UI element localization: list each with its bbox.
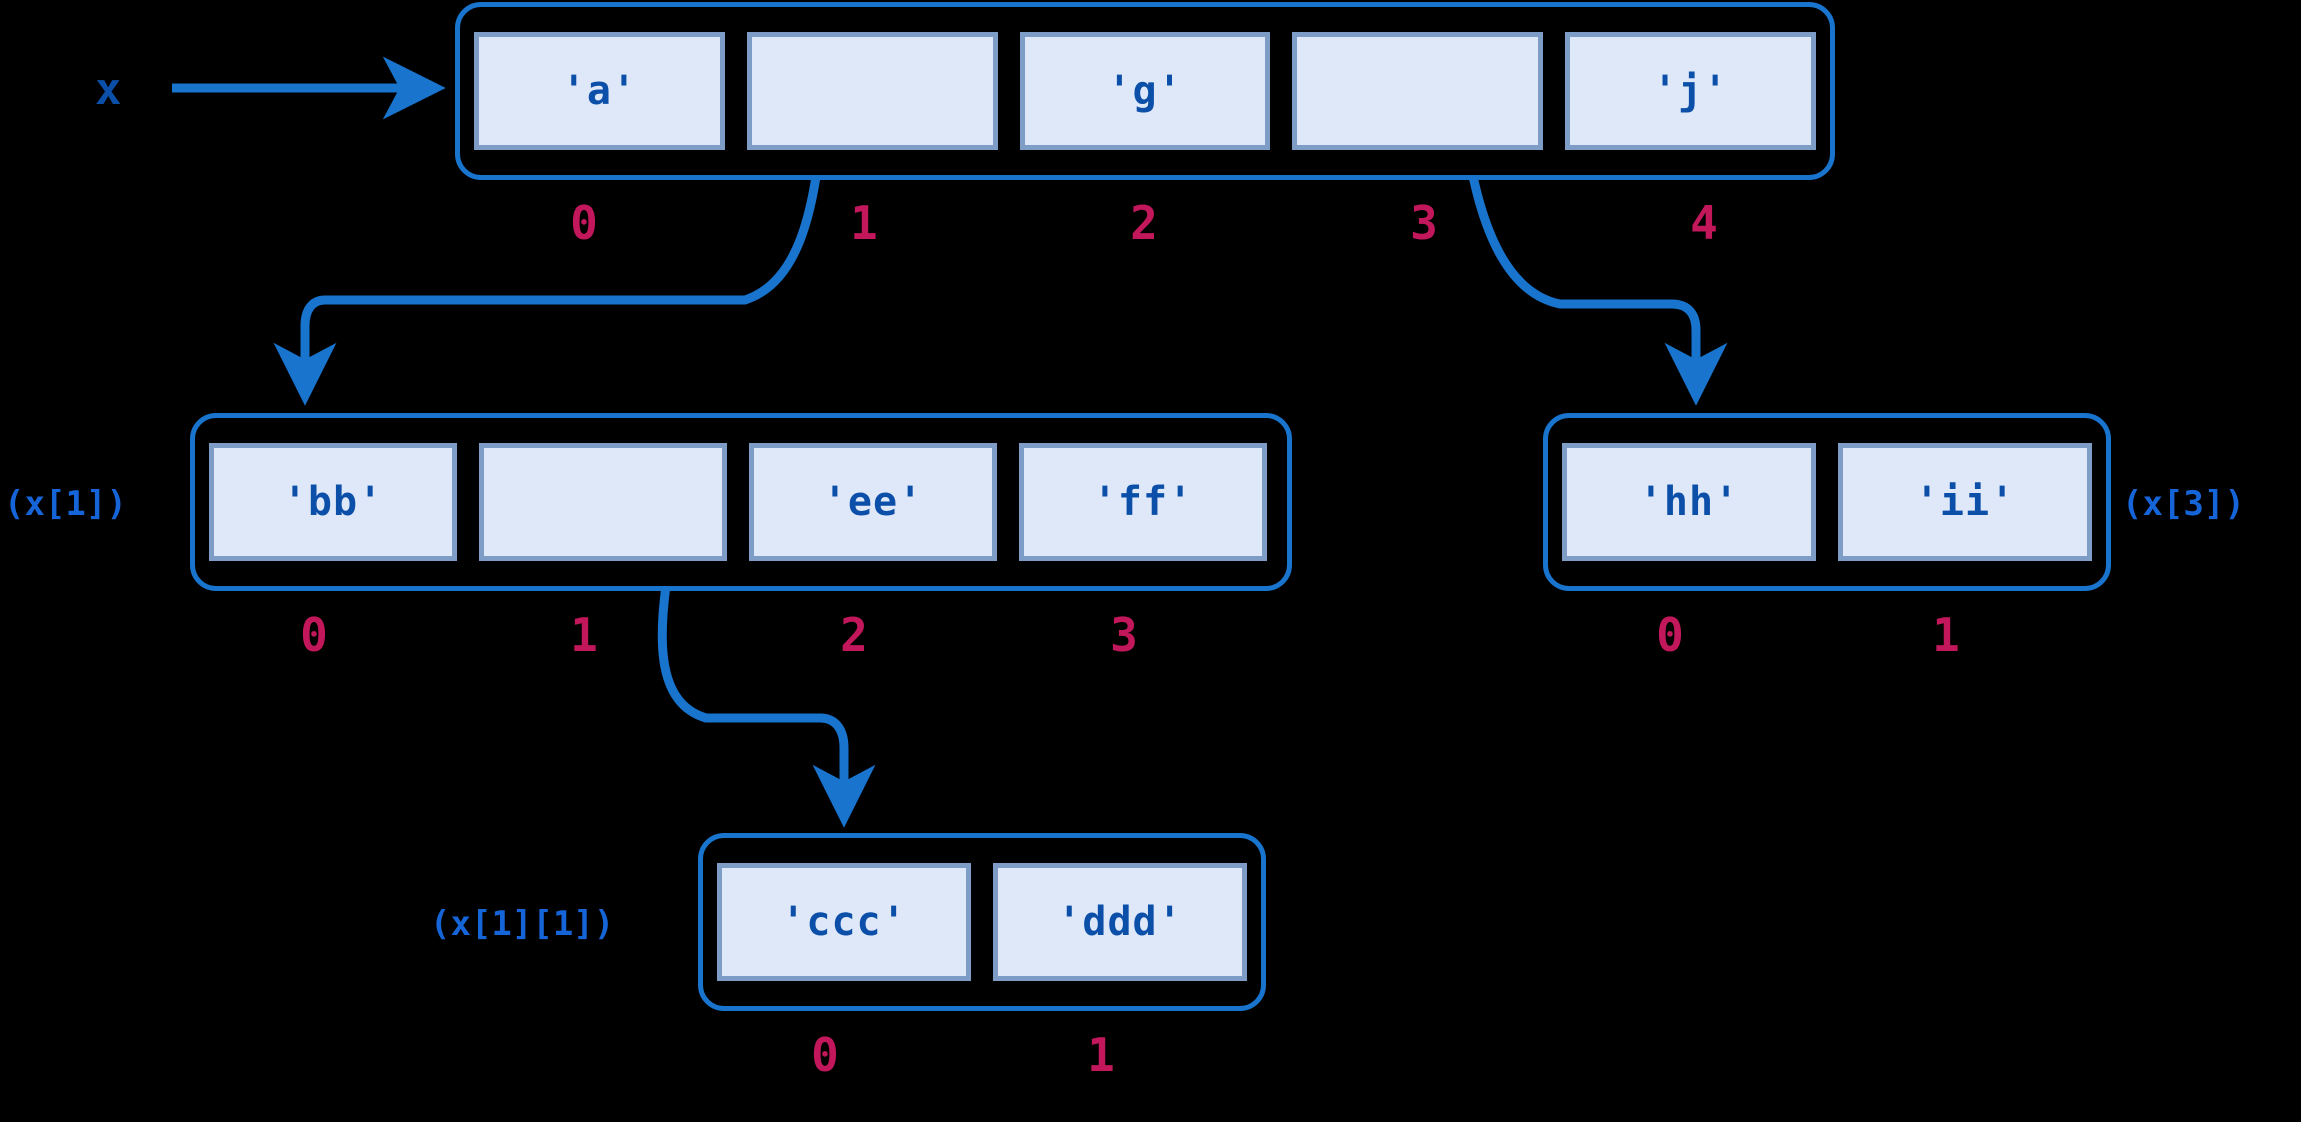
- list-cell[interactable]: 'ccc': [717, 863, 971, 981]
- index-label: 4: [1690, 196, 1718, 250]
- index-label: 0: [300, 608, 328, 662]
- list-container-x3: 'hh' 'ii': [1543, 413, 2111, 591]
- list-cell[interactable]: 'hh': [1562, 443, 1816, 561]
- index-label: 0: [570, 196, 598, 250]
- index-label: 1: [1932, 608, 1960, 662]
- index-label: 3: [1410, 196, 1438, 250]
- index-label: 1: [1087, 1028, 1115, 1082]
- list-cell[interactable]: 'a': [474, 32, 725, 150]
- ref-arrow-root3-to-x3: [1463, 145, 1728, 406]
- list-cell[interactable]: [746, 32, 998, 150]
- index-row-x1: 0 1 2 3: [190, 612, 1292, 658]
- index-label: 1: [570, 608, 598, 662]
- list-cell[interactable]: [479, 443, 727, 561]
- index-label: 3: [1110, 608, 1138, 662]
- list-container-x1: 'bb' 'ee' 'ff': [190, 413, 1292, 591]
- index-label: 2: [1130, 196, 1158, 250]
- list-cell[interactable]: 'bb': [209, 443, 457, 561]
- sublist-annotation-x1: (x[1]): [4, 484, 127, 524]
- index-label: 0: [811, 1028, 839, 1082]
- index-label: 1: [850, 196, 878, 250]
- list-cell[interactable]: 'ee': [749, 443, 997, 561]
- index-label: 2: [840, 608, 868, 662]
- ref-arrow-root1-to-x1: [273, 145, 825, 406]
- list-cell[interactable]: 'g': [1019, 32, 1271, 150]
- list-container-x11: 'ccc' 'ddd': [698, 833, 1266, 1011]
- root-variable-label: x: [95, 64, 122, 115]
- list-cell[interactable]: 'ff': [1019, 443, 1267, 561]
- list-container-root: 'a' 'g' 'j': [455, 2, 1835, 180]
- index-row-root: 0 1 2 3 4: [455, 200, 1835, 246]
- ref-arrow-x11-to-ccc: [657, 565, 876, 828]
- list-cell[interactable]: 'ddd': [993, 863, 1247, 981]
- index-row-x11: 0 1: [698, 1032, 1266, 1078]
- list-cell[interactable]: 'ii': [1838, 443, 2092, 561]
- sublist-annotation-x11: (x[1][1]): [430, 904, 615, 944]
- list-cell[interactable]: 'j': [1565, 32, 1816, 150]
- list-cell[interactable]: [1292, 32, 1544, 150]
- index-label: 0: [1656, 608, 1684, 662]
- sublist-annotation-x3: (x[3]): [2122, 484, 2245, 524]
- index-row-x3: 0 1: [1543, 612, 2111, 658]
